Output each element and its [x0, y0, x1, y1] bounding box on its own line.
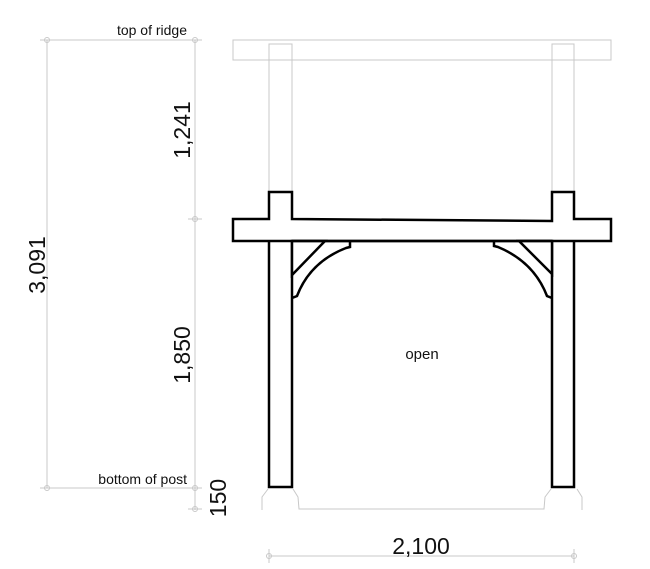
- left-arch-brace: [291, 241, 352, 300]
- beam-to-post-bottom-dimension: 1,850: [169, 326, 195, 384]
- left-post-ghost: [268, 43, 293, 195]
- left-post: [267, 241, 294, 489]
- total-height-dimension: 3,091: [24, 236, 50, 294]
- tie-beam: [231, 190, 613, 243]
- top-of-ridge-label: top of ridge: [117, 22, 187, 38]
- ridge-beam-ghost: [232, 39, 612, 61]
- right-arch-brace: [492, 241, 553, 300]
- footing-dimension: 150: [205, 479, 231, 517]
- width-dimension: 2,100: [392, 533, 450, 559]
- footing-ghost: [261, 488, 583, 510]
- opening-label: open: [405, 346, 438, 363]
- dimension-lines: [40, 37, 577, 563]
- ridge-to-beam-dimension: 1,241: [169, 101, 195, 159]
- bottom-of-post-label: bottom of post: [98, 471, 187, 487]
- frame-structure: [231, 190, 613, 489]
- right-post-ghost: [551, 43, 575, 195]
- right-post: [550, 241, 576, 489]
